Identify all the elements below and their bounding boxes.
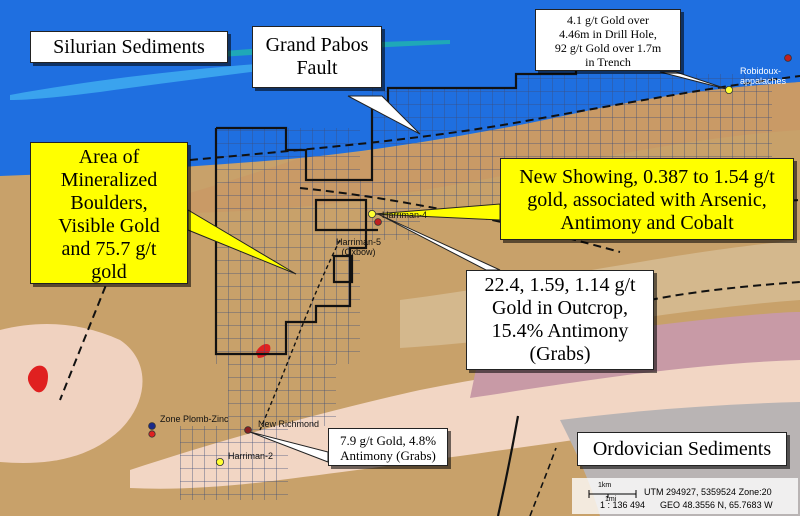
pale-unit-south bbox=[130, 350, 800, 489]
geo-readout: GEO 48.3556 N, 65.7683 W bbox=[660, 500, 773, 510]
zone-plomb-zinc-marker-blue[interactable] bbox=[148, 422, 156, 430]
harriman5-site-marker[interactable] bbox=[374, 218, 382, 226]
south-fault bbox=[496, 415, 520, 516]
mineralized-boulders-callout: Area of Mineralized Boulders, Visible Go… bbox=[30, 142, 188, 284]
scale-bar bbox=[588, 490, 637, 498]
outcrop-line-2: Gold in Outcrop, bbox=[491, 297, 629, 319]
harriman4-label: Harriman-4 bbox=[382, 210, 428, 220]
zone-plomb-zinc-marker-red[interactable] bbox=[148, 430, 156, 438]
ordovician-label: Ordovician Sediments bbox=[577, 432, 787, 466]
boulders-line-6: gold bbox=[91, 261, 127, 283]
scale-mi-label: 1mi bbox=[605, 496, 617, 503]
silurian-label: Silurian Sediments bbox=[30, 31, 228, 63]
scale-coordinate-box: 1km 1mi 1 : 136 494 UTM 294927, 5359524 … bbox=[572, 478, 798, 514]
harriman4-site-marker[interactable] bbox=[367, 209, 376, 218]
new-showing-line-2: gold, associated with Arsenic, bbox=[527, 189, 767, 211]
boulders-line-1: Area of bbox=[78, 146, 140, 168]
new-richmond-label: New Richmond bbox=[258, 419, 320, 429]
drill-line-1: 4.1 g/t Gold over bbox=[567, 13, 649, 27]
new-richmond-fault bbox=[259, 239, 341, 431]
callout-pointers bbox=[187, 71, 731, 463]
scale-ratio: 1 : 136 494 bbox=[600, 500, 646, 510]
outcrop-line-4: (Grabs) bbox=[529, 343, 591, 365]
new-showing-line-3: Antimony and Cobalt bbox=[560, 212, 734, 234]
harriman5-label: Harriman-5(Oxbow) bbox=[336, 237, 382, 257]
new-richmond-marker[interactable] bbox=[244, 426, 252, 434]
drill-line-2: 4.46m in Drill Hole, bbox=[559, 27, 657, 41]
boulders-line-2: Mineralized bbox=[60, 169, 158, 191]
grand-pabos-fault-callout: Grand Pabos Fault bbox=[252, 26, 382, 88]
drill-line-3: 92 g/t Gold over 1.7m bbox=[554, 41, 662, 55]
scale-km-label: 1km bbox=[598, 482, 612, 489]
new-showing-callout: New Showing, 0.387 to 1.54 g/t gold, ass… bbox=[500, 158, 794, 240]
harriman2-label: Harriman-2 bbox=[228, 451, 274, 461]
grab-line-1: 7.9 g/t Gold, 4.8% bbox=[339, 433, 437, 448]
new-richmond-grab-callout: 7.9 g/t Gold, 4.8% Antimony (Grabs) bbox=[328, 428, 448, 466]
boulders-line-3: Boulders, bbox=[70, 192, 148, 214]
drill-line-4: in Trench bbox=[585, 55, 631, 69]
zone-plomb-zinc-label: Zone Plomb-Zinc bbox=[160, 414, 229, 424]
outcrop-line-1: 22.4, 1.59, 1.14 g/t bbox=[484, 274, 636, 296]
grab-line-2: Antimony (Grabs) bbox=[340, 448, 436, 463]
robidoux-site-marker[interactable] bbox=[725, 86, 734, 95]
boulders-line-4: Visible Gold bbox=[58, 215, 160, 237]
robidoux-label: Robidoux-appalaches bbox=[740, 66, 787, 86]
harriman2-marker[interactable] bbox=[215, 457, 224, 466]
outcrop-callout: 22.4, 1.59, 1.14 g/t Gold in Outcrop, 15… bbox=[466, 270, 654, 370]
outcrop-line-3: 15.4% Antimony bbox=[491, 320, 629, 342]
red-anomaly-west bbox=[27, 365, 48, 393]
utm-readout: UTM 294927, 5359524 Zone:20 bbox=[644, 487, 772, 497]
fault-callout-text: Grand Pabos Fault bbox=[265, 34, 369, 79]
boulders-line-5: and 75.7 g/t bbox=[61, 238, 157, 260]
drill-hole-callout: 4.1 g/t Gold over 4.46m in Drill Hole, 9… bbox=[535, 9, 681, 71]
robidoux-red-marker[interactable] bbox=[784, 54, 792, 62]
pale-unit-west bbox=[0, 324, 143, 463]
new-showing-line-1: New Showing, 0.387 to 1.54 g/t bbox=[519, 166, 775, 188]
